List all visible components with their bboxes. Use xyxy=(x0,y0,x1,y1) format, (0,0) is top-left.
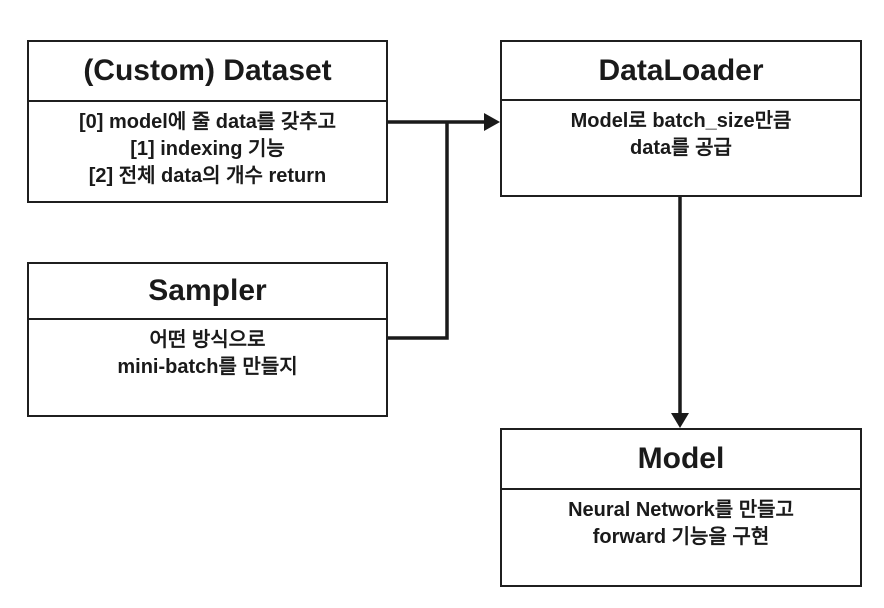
sampler-box-body: 어떤 방식으로 mini-batch를 만들지 xyxy=(29,320,386,415)
dataset-box-body: [0] model에 줄 data를 갖추고 [1] indexing 기능 [… xyxy=(29,102,386,201)
dataset-body-line: [2] 전체 data의 개수 return xyxy=(88,165,327,187)
model-box-title: Model xyxy=(502,430,860,490)
model-body-line: forward 기능을 구현 xyxy=(592,526,770,548)
dataset-body-line: [1] indexing 기능 xyxy=(130,138,285,160)
sampler-body-line: 어떤 방식으로 xyxy=(149,329,266,351)
model-box: Model Neural Network를 만들고 forward 기능을 구현 xyxy=(500,428,862,587)
dataset-box-title: (Custom) Dataset xyxy=(29,42,386,102)
model-box-body: Neural Network를 만들고 forward 기능을 구현 xyxy=(502,490,860,585)
connector-sampler-to-dataloader xyxy=(388,122,449,340)
dataset-body-line: [0] model에 줄 data를 갖추고 xyxy=(78,111,337,133)
sampler-box: Sampler 어떤 방식으로 mini-batch를 만들지 xyxy=(27,262,388,417)
dataloader-body-line: Model로 batch_size만큼 xyxy=(570,110,792,132)
model-body-line: Neural Network를 만들고 xyxy=(568,499,794,521)
dataloader-box-title: DataLoader xyxy=(502,42,860,101)
dataloader-box-body: Model로 batch_size만큼 data를 공급 xyxy=(502,101,860,195)
dataloader-body-line: data를 공급 xyxy=(630,137,732,159)
dataset-box: (Custom) Dataset [0] model에 줄 data를 갖추고 … xyxy=(27,40,388,203)
arrow-dataloader-to-model xyxy=(671,197,689,428)
sampler-body-line: mini-batch를 만들지 xyxy=(117,356,298,378)
sampler-box-title: Sampler xyxy=(29,264,386,320)
dataloader-box: DataLoader Model로 batch_size만큼 data를 공급 xyxy=(500,40,862,197)
arrow-dataset-to-dataloader xyxy=(388,113,500,131)
